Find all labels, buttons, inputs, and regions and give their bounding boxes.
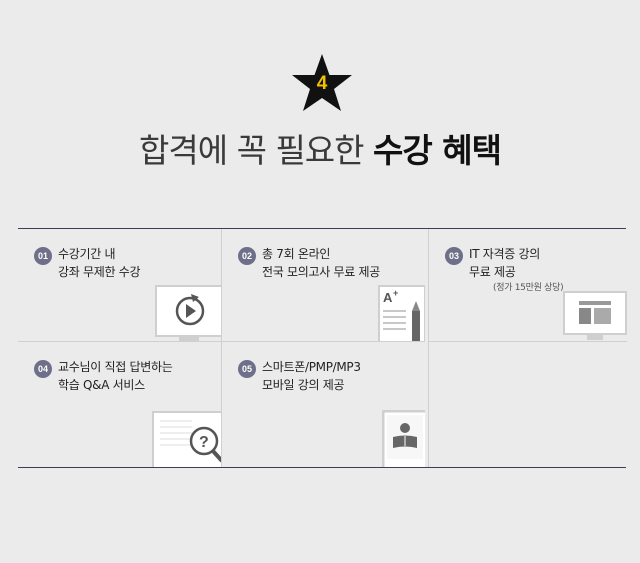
title-normal: 합격에 꼭 필요한 (139, 131, 364, 170)
title-strong: 수강 혜택 (373, 131, 502, 170)
test-paper-pencil-icon: A + (378, 285, 425, 341)
benefit-item-qna: 04 교수님이 직접 답변하는 학습 Q&A 서비스 ? (18, 341, 221, 467)
benefit-line2: 강좌 무제한 수강 (58, 265, 141, 279)
benefit-item-empty (428, 341, 627, 467)
benefit-line1: IT 자격증 강의 (469, 247, 540, 261)
benefit-text: 수강기간 내 강좌 무제한 수강 (58, 245, 141, 281)
mobile-reader-icon (382, 410, 425, 467)
benefit-item-mock-exam: 02 총 7회 온라인 전국 모의고사 무료 제공 A + (221, 229, 425, 341)
benefit-number: 01 (34, 247, 52, 265)
star-icon (292, 54, 352, 111)
benefit-line1: 총 7회 온라인 (262, 247, 331, 261)
benefit-number: 02 (238, 247, 256, 265)
benefit-line1: 수강기간 내 (58, 247, 116, 261)
benefit-text: 총 7회 온라인 전국 모의고사 무료 제공 (262, 245, 380, 281)
benefit-line2: 모바일 강의 제공 (262, 378, 345, 392)
benefit-number: 05 (238, 360, 256, 378)
lecture-monitor-icon (563, 291, 627, 340)
svg-text:A: A (383, 290, 393, 305)
benefit-line2: 학습 Q&A 서비스 (58, 378, 145, 392)
benefit-item-it-certificate: 03 IT 자격증 강의 무료 제공 (정가 15만원 상당) (428, 229, 627, 341)
step-number: 4 (316, 73, 328, 94)
benefits-grid: 01 수강기간 내 강좌 무제한 수강 02 총 7회 온라인 전국 모의고사 … (18, 228, 627, 468)
benefit-number: 04 (34, 360, 52, 378)
benefit-text: 스마트폰/PMP/MP3 모바일 강의 제공 (262, 358, 361, 394)
benefit-number: 03 (445, 247, 463, 265)
page-title: 합격에 꼭 필요한 수강 혜택 (0, 124, 640, 172)
benefit-text: 교수님이 직접 답변하는 학습 Q&A 서비스 (58, 358, 173, 394)
step-badge: 4 (290, 52, 354, 116)
svg-text:+: + (393, 288, 398, 298)
benefit-line1: 스마트폰/PMP/MP3 (262, 360, 361, 374)
svg-text:?: ? (199, 434, 209, 451)
benefit-line1: 교수님이 직접 답변하는 (58, 360, 173, 374)
replay-monitor-icon (155, 285, 221, 341)
benefit-line2: 무료 제공 (469, 265, 516, 279)
benefit-line2: 전국 모의고사 무료 제공 (262, 265, 380, 279)
benefit-item-mobile: 05 스마트폰/PMP/MP3 모바일 강의 제공 (221, 341, 425, 467)
benefit-text: IT 자격증 강의 무료 제공 (정가 15만원 상당) (469, 245, 564, 295)
question-magnifier-icon: ? (152, 411, 221, 467)
benefit-note: (정가 15만원 상당) (493, 283, 564, 293)
benefit-item-unlimited: 01 수강기간 내 강좌 무제한 수강 (18, 229, 221, 341)
